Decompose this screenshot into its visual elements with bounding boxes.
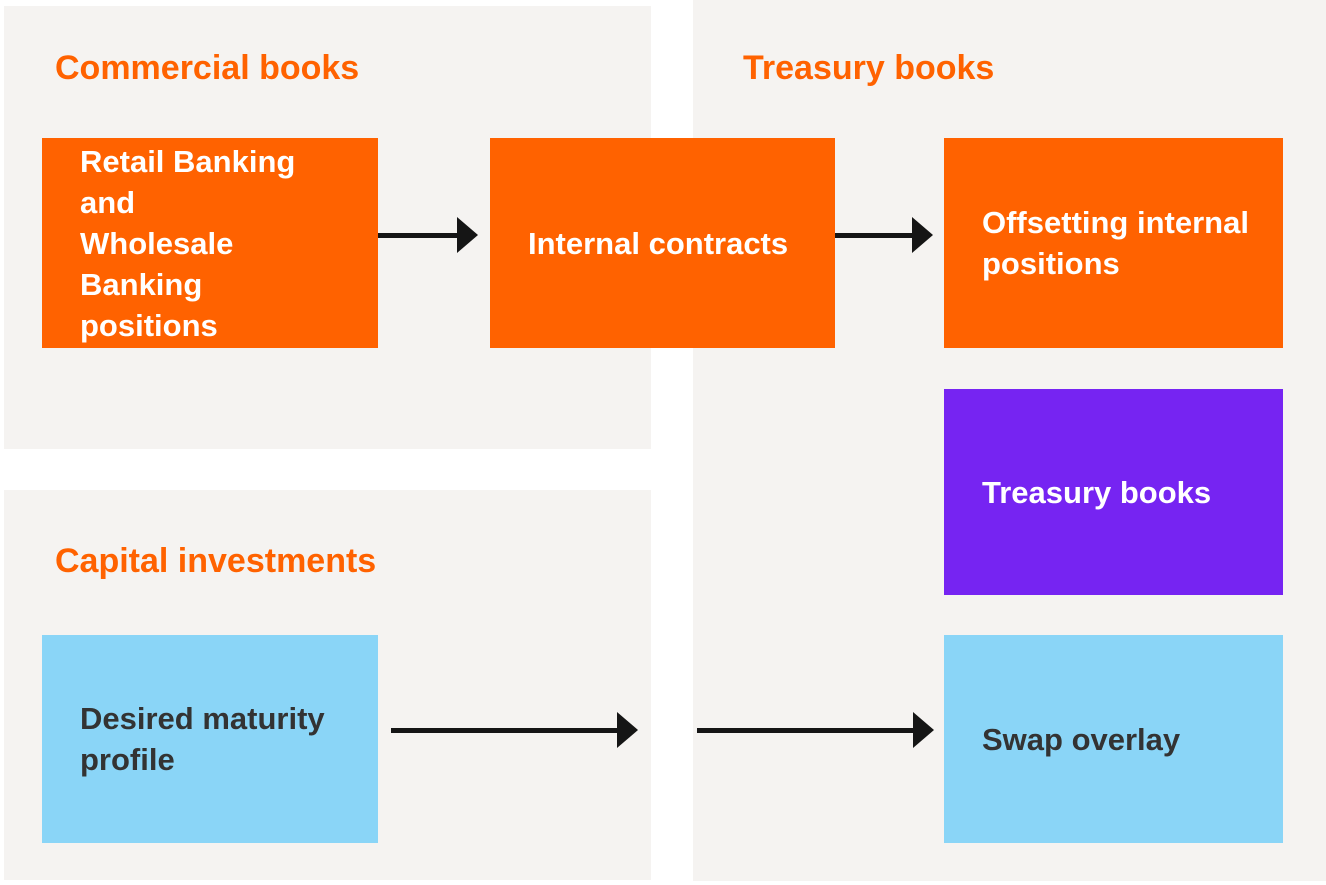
retail-wholesale-positions-box: Retail Banking and Wholesale Banking pos… (42, 138, 378, 348)
box-text-line: positions (982, 246, 1120, 281)
arrow-desired-to-swap-segment2-head-icon (913, 712, 934, 748)
box-text-line: Internal contracts (528, 225, 789, 261)
box-text-line: Treasury books (982, 474, 1212, 510)
desired-maturity-profile-box: Desired maturity profile (42, 635, 378, 843)
arrow-desired-to-swap-segment1-line (391, 728, 618, 733)
offsetting-internal-positions-box: Offsetting internal positions (944, 138, 1283, 348)
arrow-retail-to-internal-head-icon (457, 217, 478, 253)
arrow-desired-to-swap-segment2-line (697, 728, 914, 733)
box-text-line: Offsetting internal (982, 205, 1249, 240)
box-text-line: Wholesale Banking (80, 225, 234, 302)
treasury-books-box: Treasury books (944, 389, 1283, 595)
arrow-retail-to-internal-line (378, 233, 458, 238)
capital-investments-title: Capital investments (55, 542, 377, 580)
treasury-books-title: Treasury books (743, 49, 995, 87)
arrow-desired-to-swap-segment1-head-icon (617, 712, 638, 748)
swap-overlay-box: Swap overlay (944, 635, 1283, 843)
box-text-line: Retail Banking and (80, 143, 296, 220)
box-text-line: Desired maturity (80, 701, 325, 736)
box-text-line: Swap overlay (982, 721, 1181, 757)
box-text-line: profile (80, 742, 175, 777)
internal-contracts-box: Internal contracts (490, 138, 835, 348)
box-text-line: positions (80, 307, 218, 343)
arrow-internal-to-offsetting-line (835, 233, 913, 238)
arrow-internal-to-offsetting-head-icon (912, 217, 933, 253)
commercial-books-title: Commercial books (55, 49, 360, 87)
